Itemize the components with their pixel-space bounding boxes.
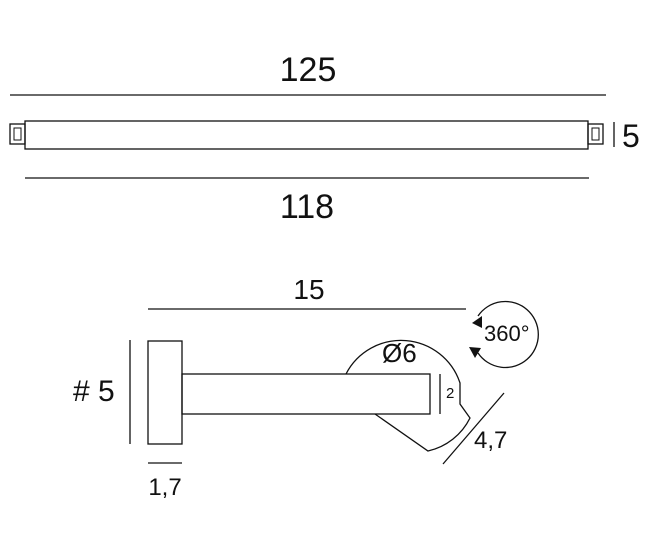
luminaire-body [24,120,589,150]
rotation-arc [477,300,539,369]
side-view: 15 Ø6 2 360° 4,7 # 5 1,7 [73,274,539,501]
arm [181,373,431,415]
left-end-cap-inner [13,127,22,141]
arm-length-label: 15 [293,274,324,305]
height-label: 5 [622,118,640,154]
body-length-label: 118 [280,188,334,226]
rotating-head-outline [345,339,471,452]
head-diameter-label: Ø6 [382,338,417,368]
left-end-cap [9,123,26,145]
rotation-arrow-top-icon [472,316,482,328]
head-depth-label: 4,7 [474,427,507,454]
right-end-cap-inner [591,127,600,141]
head-depth-dimension-line [442,392,505,465]
mount-thickness-label: 1,7 [148,474,181,501]
rotation-arrow-bottom-icon [469,347,481,358]
arm-thickness-label: 2 [446,385,454,402]
overall-length-label: 125 [280,51,337,89]
top-view: 125 5 118 [9,51,640,226]
mount-size-label: # 5 [73,375,115,408]
rotation-label: 360° [484,321,530,346]
right-end-cap [587,123,604,145]
mounting-plate [147,340,183,445]
